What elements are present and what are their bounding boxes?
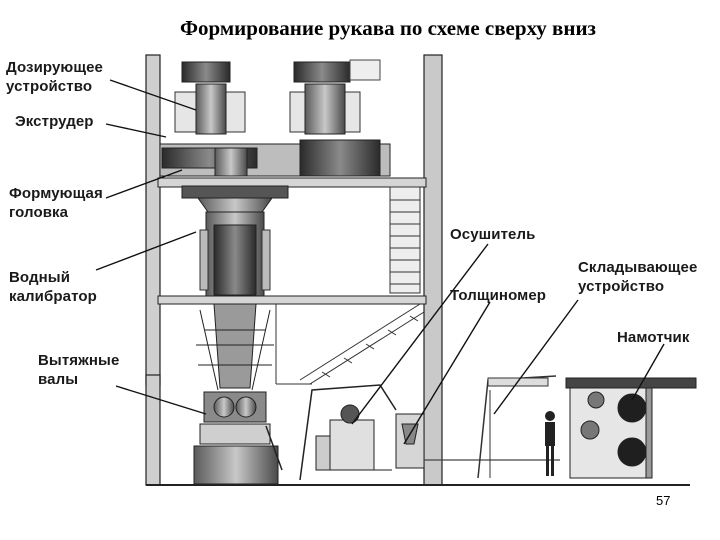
slide-title: Формирование рукава по схеме сверху вниз [179,16,596,40]
lower-stairs [275,303,425,385]
label-dryer: Осушитель [450,226,536,243]
label-pull-rolls: Вытяжные валы [38,352,120,388]
leader-lines [95,79,665,445]
middle-floor [157,295,427,305]
folding-frame [477,375,557,479]
left-column [145,54,161,486]
collapsing-frame [196,303,274,391]
label-forming-head: Формующая головка [9,185,103,221]
dosing-units [174,59,381,135]
calibrator-column [199,211,271,297]
label-water-calibrator: Водный калибратор [9,269,97,305]
label-winder: Намотчик [617,329,690,346]
upper-stairs [389,186,421,294]
worker-figure [545,411,555,476]
label-extruder: Экструдер [15,113,94,130]
thickness-gauge-shape [395,413,425,469]
label-dosing-device: Дозирующее устройство [6,59,103,95]
upper-floor [157,177,427,188]
right-column [423,54,443,486]
extruder-body [159,139,391,177]
pull-rolls-shape [193,391,283,485]
winder-machine [565,377,697,479]
label-folding-device: Складывающее устройство [578,259,698,295]
forming-head-shape [181,185,289,213]
dryer-station [299,384,397,481]
label-thickness-gauge: Толщиномер [450,287,547,304]
page-number: 57 [656,493,671,508]
